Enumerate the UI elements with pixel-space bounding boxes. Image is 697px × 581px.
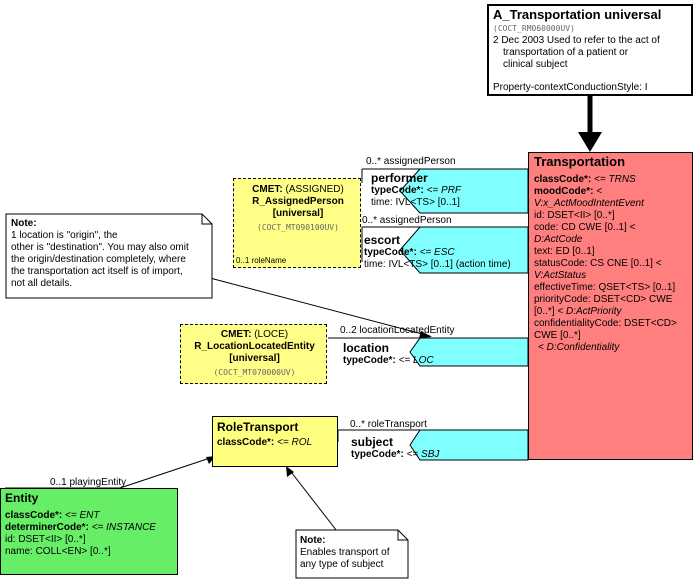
performer-title: performer: [371, 171, 428, 185]
header-code: (COCT_RM060000UV): [493, 24, 575, 33]
transportation-moodcode-2: V:x_ActMoodIntentEvent: [534, 198, 644, 209]
entity-id: id: DSET<II> [0..*]: [5, 534, 86, 545]
cmet-assigned-box: CMET: (ASSIGNED) R_AssignedPerson [unive…: [233, 178, 361, 268]
transportation-priority-2: [0..*] < D:ActPriority: [534, 306, 622, 317]
transportation-status-2: V:ActStatus: [534, 270, 587, 281]
transportation-conf: confidentialityCode: DSET<CD>: [534, 318, 677, 329]
transportation-code: code: CD CWE [0..1] <: [534, 222, 636, 233]
performer-typecode: typeCode*: <= PRF: [371, 185, 462, 196]
transportation-moodcode: moodCode*: <: [534, 186, 603, 197]
escort-typecode: typeCode*: <= ESC: [364, 247, 455, 258]
escort-shape: [399, 226, 529, 274]
note1-line5: not all details.: [11, 278, 73, 289]
transportation-classcode: classCode*: <= TRNS: [534, 174, 636, 185]
cmet-loce-line1: CMET: (LOCE): [220, 329, 289, 340]
escort-title: escort: [364, 233, 401, 247]
header-style: Property-contextConductionStyle: I: [493, 82, 648, 93]
entity-name: name: COLL<EN> [0..*]: [5, 546, 111, 557]
note2-line1: Enables transport of: [300, 547, 390, 558]
note1-shape: [5, 213, 213, 299]
cmet-assigned-line2: R_AssignedPerson: [252, 196, 344, 207]
transportation-effective: effectiveTime: QSET<TS> [0..1]: [534, 282, 676, 293]
location-shape: [409, 337, 529, 367]
entity-classcode: classCode*: <= ENT: [5, 510, 100, 521]
transportation-id: id: DSET<II> [0..*]: [534, 210, 615, 221]
note1-pointer: [209, 277, 431, 337]
transportation-box: Transportation classCode*: <= TRNS moodC…: [528, 152, 693, 460]
cmet-loce-box: CMET: (LOCE) R_LocationLocatedEntity [un…: [180, 324, 327, 384]
header-box: A_Transportation universal (COCT_RM06000…: [487, 4, 693, 96]
entity-box: Entity classCode*: <= ENT determinerCode…: [0, 488, 178, 575]
transportation-status: statusCode: CS CNE [0..1] <: [534, 258, 662, 269]
note1-line3: the origin/destination completely, where: [11, 254, 186, 265]
transportation-priority: priorityCode: DSET<CD> CWE: [534, 294, 673, 305]
note1-line2: other is "destination". You may also omi…: [11, 242, 189, 253]
escort-time: time: IVL<TS> [0..1] (action time): [364, 259, 511, 270]
note2-line2: any type of subject: [300, 559, 384, 570]
header-title: A_Transportation universal: [493, 7, 662, 22]
subject-typecode: typeCode*: <= SBJ: [351, 449, 440, 460]
transportation-title: Transportation: [534, 154, 626, 169]
cmet-loce-line2: R_LocationLocatedEntity: [194, 341, 315, 352]
entity-determinercode: determinerCode*: <= INSTANCE: [5, 522, 156, 533]
cmet-assigned-code: (COCT_MT090100UV): [257, 223, 339, 232]
performer-shape: [399, 168, 529, 214]
performer-cardinality: 0..* assignedPerson: [366, 156, 456, 167]
cmet-assigned-role: 0..1 roleName: [236, 256, 287, 265]
location-title: location: [343, 341, 390, 355]
subject-shape: [409, 429, 529, 461]
transportation-text: text: ED [0..1]: [534, 246, 595, 257]
transportation-conf-2: CWE [0..*]: [534, 330, 581, 341]
performer-time: time: IVL<TS> [0..1]: [371, 197, 460, 208]
note2-shape: [295, 529, 409, 579]
subject-title: subject: [351, 435, 394, 449]
subject-cardinality: 0..* roleTransport: [350, 419, 427, 430]
header-desc-1: 2 Dec 2003 Used to refer to the act of: [493, 35, 660, 46]
header-arrow-head: [578, 132, 602, 152]
cmet-assigned-line1: CMET: (ASSIGNED): [252, 184, 344, 195]
transportation-conf-3: < D:Confidentiality: [538, 342, 620, 353]
entity-title: Entity: [5, 491, 39, 505]
cmet-loce-line3: [universal]: [229, 353, 280, 364]
location-cardinality: 0..2 locationLocatedEntity: [340, 325, 455, 336]
note2-pointer: [287, 467, 341, 536]
note1-line4: the transportation act itself is of impo…: [11, 266, 183, 277]
transportation-code-2: D:ActCode: [534, 234, 583, 245]
cmet-assigned-line3: [universal]: [272, 208, 324, 219]
note1-line1: 1 location is "origin", the: [11, 230, 118, 241]
header-desc-3: clinical subject: [503, 59, 568, 70]
roletransport-classcode: classCode*: <= ROL: [217, 437, 313, 448]
entity-cardinality: 0..1 playingEntity: [50, 477, 127, 488]
cmet-loce-code: (COCT_MT070000UV): [213, 368, 296, 377]
escort-cardinality: 0..* assignedPerson: [362, 215, 452, 226]
note2-title: Note:: [300, 535, 326, 546]
header-desc-2: transportation of a patient or: [503, 47, 629, 58]
roletransport-box: RoleTransport classCode*: <= ROL: [212, 416, 338, 467]
roletransport-title: RoleTransport: [217, 420, 299, 434]
note1-title: Note:: [11, 218, 37, 229]
location-typecode: typeCode*: <= LOC: [343, 355, 434, 366]
